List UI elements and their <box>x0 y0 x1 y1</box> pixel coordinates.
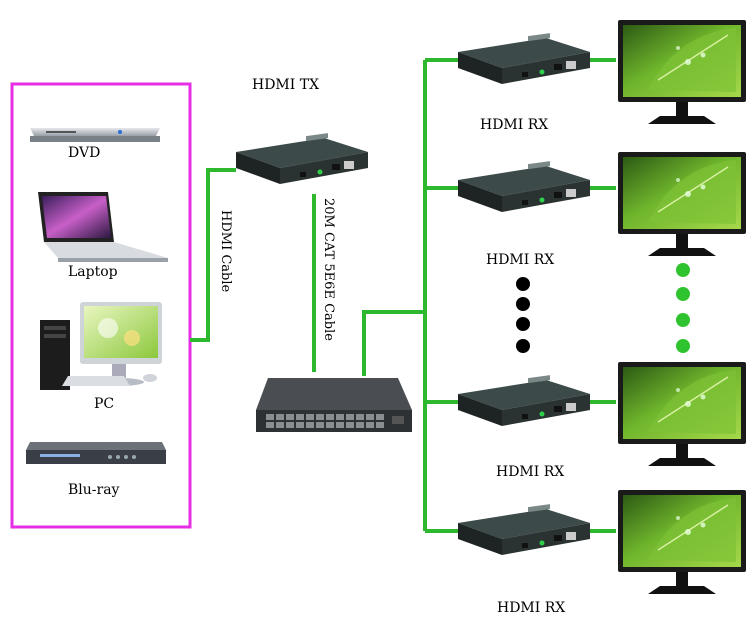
source-devices-frame <box>10 82 192 529</box>
cable-lines <box>190 58 616 533</box>
device-label-pc: PC <box>94 396 115 412</box>
cat-cable-label: 20M CAT 5E6E Cable <box>321 198 336 341</box>
hdmi-rx-label-1: HDMI RX <box>480 117 549 133</box>
hdmi-tx-label: HDMI TX <box>252 77 320 93</box>
dvd-player-icon <box>30 128 160 142</box>
hdmi-rx-label-3: HDMI RX <box>496 464 565 480</box>
monitor-icon <box>617 361 747 467</box>
monitor-icon <box>617 19 747 125</box>
desktop-pc-icon <box>40 302 162 390</box>
network-switch-icon <box>256 378 412 432</box>
receiver-ellipsis-dots <box>516 277 530 353</box>
hdmi-extender-rx-icon <box>458 375 590 426</box>
hdmi-extender-rx-icon <box>458 504 590 555</box>
hdmi-rx-label-2: HDMI RX <box>486 252 555 268</box>
monitor-icon <box>617 489 747 595</box>
device-label-dvd: DVD <box>68 145 101 161</box>
hdmi-extender-rx-icon <box>458 33 590 84</box>
laptop-icon <box>38 192 168 262</box>
blu-ray-player-icon <box>26 442 166 464</box>
hdmi-extender-tx-icon <box>236 133 368 184</box>
device-label-blu-ray: Blu-ray <box>68 482 120 498</box>
hdmi-cable-label: HDMI Cable <box>218 210 233 293</box>
hdmi-extender-rx-icon <box>458 161 590 212</box>
device-label-laptop: Laptop <box>68 264 118 280</box>
hdmi-cable-line <box>190 168 236 342</box>
switch-uplink-line <box>362 310 425 376</box>
hdmi-rx-label-4: HDMI RX <box>497 600 566 616</box>
monitor-icon <box>617 151 747 257</box>
monitor-ellipsis-dots <box>676 263 690 353</box>
